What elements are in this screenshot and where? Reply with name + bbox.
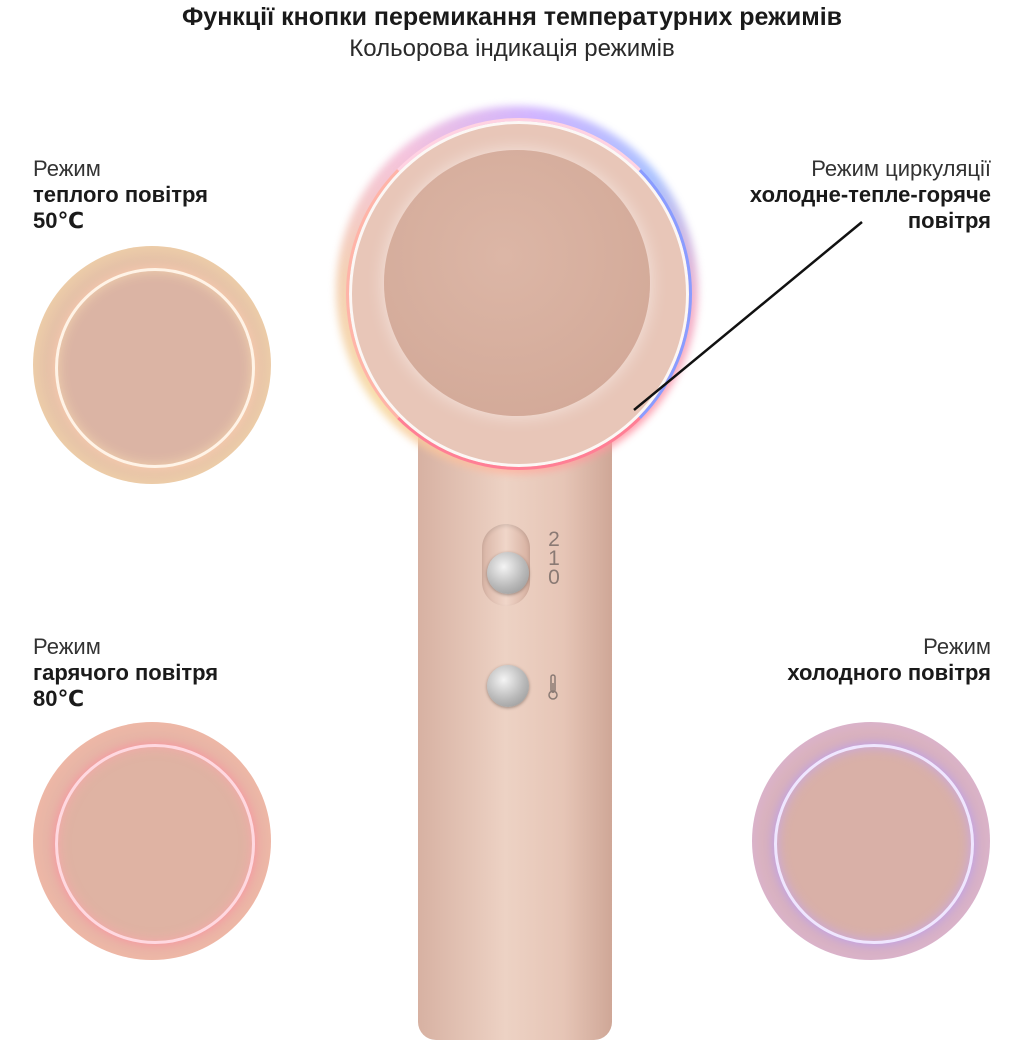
hot-mode-line1: Режим	[33, 634, 101, 659]
temperature-mode-button[interactable]	[487, 665, 529, 707]
speed-mark-0: 0	[548, 566, 560, 589]
circulation-mode-line3: повітря	[907, 208, 991, 233]
speed-mark-2: 2	[548, 528, 560, 551]
warm-mode-line2: теплого повітря	[33, 182, 208, 207]
speed-marks: 2 1 0	[546, 528, 562, 589]
circulation-mode-label: Режим циркуляції холодне-тепле-горяче по…	[750, 156, 991, 234]
hot-mode-temp: 80℃	[33, 686, 85, 711]
cold-mode-label: Режим холодного повітря	[787, 634, 991, 686]
hot-mode-line2: гарячого повітря	[33, 660, 219, 685]
circulation-mode-line2: холодне-тепле-горяче	[749, 182, 991, 207]
speed-mark-1: 1	[548, 547, 560, 570]
cold-mode-ring	[774, 744, 974, 944]
dryer-head-face	[384, 150, 650, 416]
warm-mode-ring	[55, 268, 255, 468]
cold-mode-indicator	[752, 722, 990, 960]
warm-mode-indicator	[33, 246, 271, 484]
warm-mode-temp: 50℃	[33, 208, 85, 233]
thermometer-icon	[548, 674, 558, 700]
warm-mode-line1: Режим	[33, 156, 101, 181]
warm-mode-label: Режим теплого повітря 50℃	[33, 156, 208, 234]
page-title: Функції кнопки перемикання температурних…	[181, 3, 843, 31]
circulation-mode-line1: Режим циркуляції	[811, 156, 991, 181]
hot-mode-label: Режим гарячого повітря 80℃	[33, 634, 218, 712]
hot-mode-ring	[55, 744, 255, 944]
page-subtitle: Кольорова індикація режимів	[349, 35, 675, 62]
hot-mode-indicator	[33, 722, 271, 960]
cold-mode-line2: холодного повітря	[787, 660, 991, 685]
speed-switch-knob[interactable]	[487, 552, 529, 594]
cold-mode-line1: Режим	[923, 634, 991, 659]
dryer-handle	[418, 420, 612, 1040]
